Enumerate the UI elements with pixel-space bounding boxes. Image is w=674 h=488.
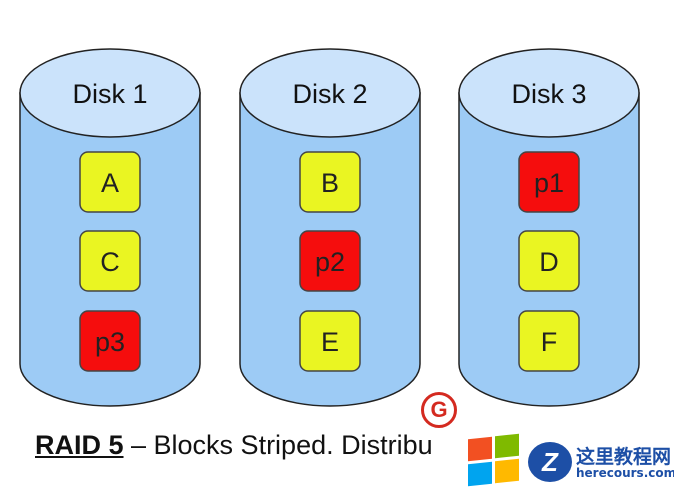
block-label: A: [101, 168, 119, 198]
disk-title: Disk 1: [72, 79, 147, 109]
disk-top: [458, 48, 640, 138]
caption-text: – Blocks Striped. Distribu: [123, 430, 433, 460]
data-block: E: [299, 310, 361, 372]
disk-1: Disk 1 A Cp3: [19, 48, 201, 407]
block-label: p3: [95, 327, 125, 357]
watermark-subtext: herecours.com: [576, 466, 674, 480]
block-label: C: [100, 247, 120, 277]
caption: RAID 5 – Blocks Striped. Distribu: [35, 430, 433, 461]
parity-block: p2: [299, 230, 361, 292]
parity-block: p3: [79, 310, 141, 372]
windows-logo-icon: [468, 433, 522, 487]
disk-title: Disk 2: [292, 79, 367, 109]
block-label: p2: [315, 247, 345, 277]
watermark-text: 这里教程网: [576, 446, 672, 468]
data-block: A: [79, 151, 141, 213]
caption-raid-label: RAID 5: [35, 430, 124, 460]
watermark-badge-icon: Z: [528, 442, 572, 482]
data-block: B: [299, 151, 361, 213]
disk-top: [239, 48, 421, 138]
block-label: p1: [534, 168, 564, 198]
block-label: D: [539, 247, 559, 277]
data-block: C: [79, 230, 141, 292]
disk-title: Disk 3: [511, 79, 586, 109]
g-logo-icon: G: [421, 392, 457, 428]
watermark: Z 这里教程网 herecours.com: [468, 433, 674, 488]
g-logo-letter: G: [430, 397, 448, 422]
data-block: F: [518, 310, 580, 372]
block-label: F: [541, 327, 558, 357]
data-block: D: [518, 230, 580, 292]
parity-block: p1: [518, 151, 580, 213]
watermark-badge-letter: Z: [542, 446, 558, 477]
disk-3: Disk 3 p1D F: [458, 48, 640, 407]
block-label: B: [321, 168, 339, 198]
block-label: E: [321, 327, 339, 357]
disk-top: [19, 48, 201, 138]
